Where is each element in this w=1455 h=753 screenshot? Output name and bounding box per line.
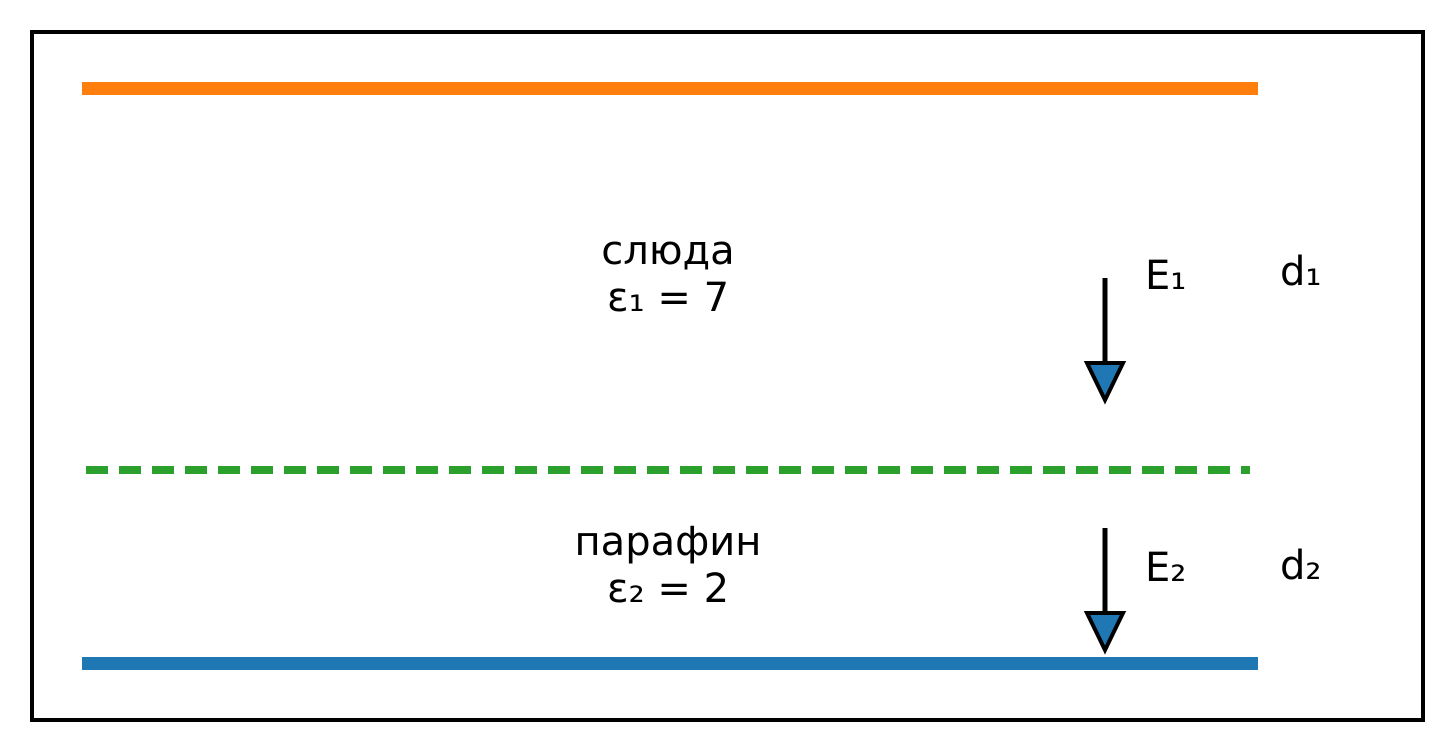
layer2-permittivity-label: ε₂ = 2 [606, 566, 730, 612]
e2-field-label: E₂ [1145, 545, 1187, 591]
figure-frame [30, 30, 1425, 722]
top-capacitor-plate [82, 82, 1258, 95]
d1-thickness-label: d₁ [1280, 249, 1322, 295]
layer1-permittivity-label: ε₁ = 7 [606, 275, 730, 321]
layer2-label-block: парафин ε₂ = 2 [468, 519, 868, 613]
layer1-label-block: слюда ε₁ = 7 [468, 228, 868, 322]
e1-field-label: E₁ [1145, 253, 1187, 299]
d2-thickness-label: d₂ [1280, 543, 1322, 589]
layer2-material-label: парафин [574, 519, 762, 565]
layer1-material-label: слюда [601, 228, 735, 274]
dielectric-interface-dashed-line [86, 466, 1250, 474]
bottom-capacitor-plate [82, 657, 1258, 670]
